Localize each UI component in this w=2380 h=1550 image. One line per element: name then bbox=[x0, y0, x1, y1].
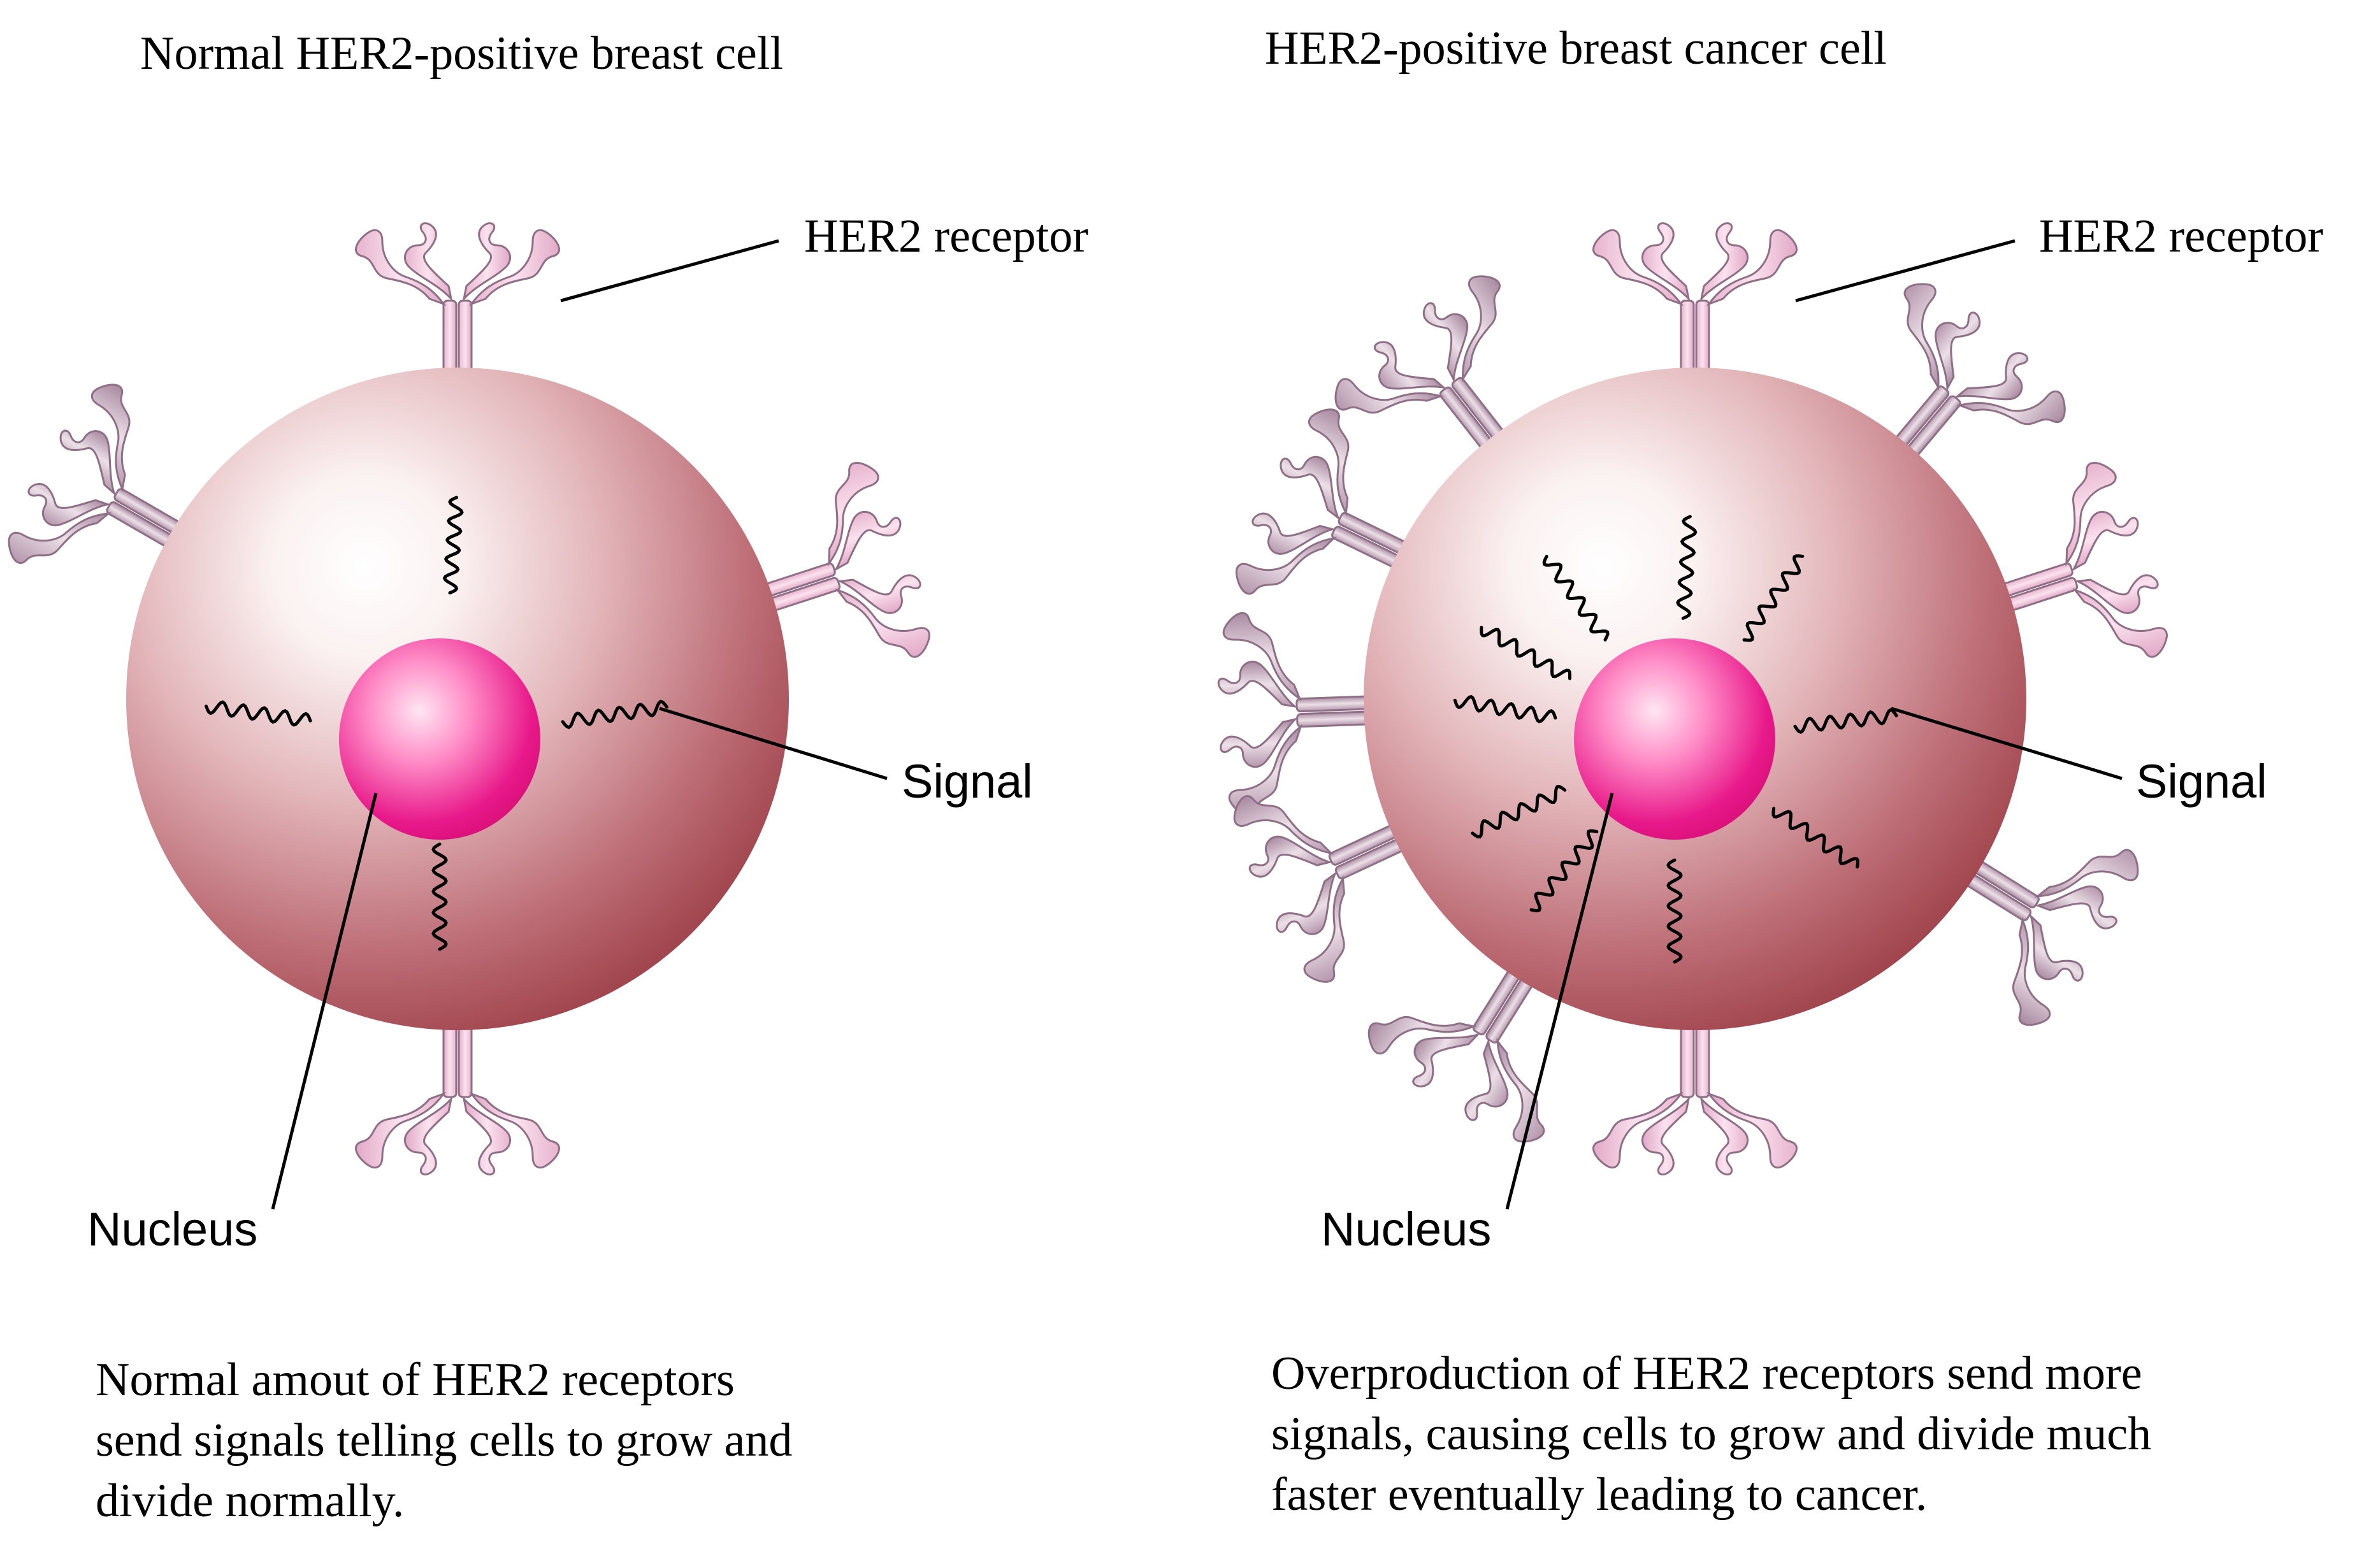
nucleus-label-cancer: Nucleus bbox=[1321, 1203, 1491, 1256]
caption-line: faster eventually leading to cancer. bbox=[1271, 1468, 1927, 1521]
signal-wave bbox=[1742, 554, 1805, 642]
signal-group-cancer bbox=[1453, 515, 1898, 964]
caption-line: divide normally. bbox=[96, 1475, 404, 1527]
signal-wave bbox=[1480, 626, 1572, 680]
signal-wave bbox=[205, 700, 312, 727]
signal-label-normal: Signal bbox=[902, 755, 1033, 808]
signal-wave bbox=[561, 700, 668, 729]
signal-wave bbox=[1676, 515, 1698, 620]
receptor-label-normal: HER2 receptor bbox=[804, 210, 1088, 262]
signal-wave bbox=[1453, 694, 1557, 724]
signal-leader-cancer bbox=[1891, 707, 2123, 780]
signal-wave bbox=[1471, 785, 1567, 839]
caption-line: send signals telling cells to grow and bbox=[96, 1414, 792, 1467]
receptor-label-cancer: HER2 receptor bbox=[2039, 210, 2323, 262]
caption-line: signals, causing cells to grow and divid… bbox=[1271, 1408, 2151, 1460]
caption-line: Normal amout of HER2 receptors bbox=[96, 1354, 735, 1406]
caption-line: Overproduction of HER2 receptors send mo… bbox=[1271, 1347, 2142, 1400]
receptor-leader-normal bbox=[560, 239, 779, 303]
nucleus-leader-normal bbox=[271, 793, 378, 1210]
signal-wave bbox=[1666, 858, 1683, 964]
panel-title-cancer: HER2-positive breast cancer cell bbox=[1265, 22, 1887, 75]
caption-cancer: Overproduction of HER2 receptors send mo… bbox=[1271, 1347, 2163, 1521]
signal-wave bbox=[442, 496, 464, 595]
signal-leader-normal bbox=[659, 707, 888, 780]
signal-wave bbox=[1542, 554, 1610, 642]
nucleus-normal bbox=[339, 638, 540, 840]
nucleus-label-normal: Nucleus bbox=[87, 1203, 257, 1256]
panel-cancer: HER2-positive breast cancer cell HER2 re… bbox=[1215, 22, 2323, 1521]
signal-label-cancer: Signal bbox=[2136, 755, 2267, 808]
panel-normal: Normal HER2-positive breast cell HER2 re… bbox=[0, 27, 1088, 1527]
signal-wave bbox=[1793, 708, 1898, 734]
nucleus-leader-cancer bbox=[1505, 793, 1614, 1210]
signal-group-normal bbox=[205, 496, 668, 951]
panel-title-normal: Normal HER2-positive breast cell bbox=[140, 27, 783, 80]
signal-wave bbox=[1529, 829, 1599, 913]
signal-wave bbox=[1771, 807, 1859, 869]
receptor-leader-cancer bbox=[1795, 239, 2016, 303]
nucleus-cancer bbox=[1574, 638, 1775, 840]
caption-normal: Normal amout of HER2 receptors send sign… bbox=[96, 1354, 804, 1527]
signal-wave bbox=[431, 842, 448, 951]
